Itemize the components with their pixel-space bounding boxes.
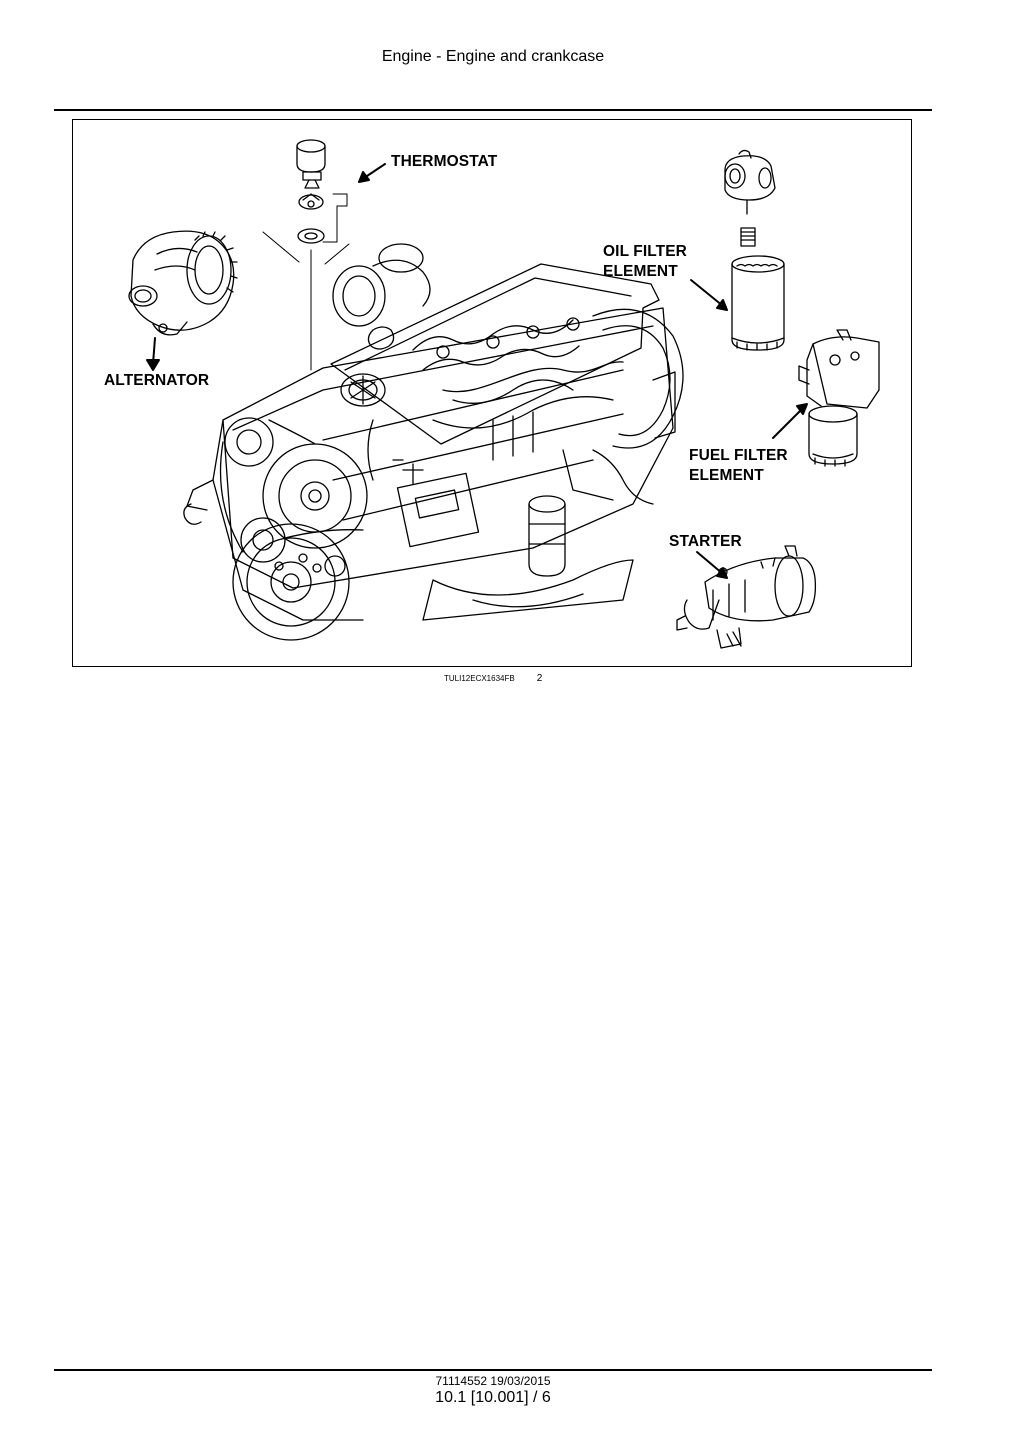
starter-arrow bbox=[696, 551, 728, 579]
engine-illustration bbox=[128, 139, 880, 649]
alternator-label: ALTERNATOR bbox=[104, 372, 210, 389]
engine-figure: THERMOSTAT OIL FILTER ELEMENT ALTERNATOR… bbox=[72, 119, 912, 667]
thermostat-label: THERMOSTAT bbox=[391, 153, 498, 170]
engine-block-drawing bbox=[183, 243, 684, 641]
footer-page-number: 10.1 [10.001] / 6 bbox=[435, 1389, 551, 1406]
fuel-filter-arrow bbox=[772, 403, 808, 439]
oil-filter-label-line2: ELEMENT bbox=[603, 263, 678, 280]
oil-filter-arrow bbox=[690, 279, 728, 311]
starter-label: STARTER bbox=[669, 533, 742, 550]
figure-caption: TULI12ECX1634FB 2 bbox=[444, 673, 542, 684]
fuel-filter-label-line1: FUEL FILTER bbox=[689, 447, 788, 464]
starter-drawing bbox=[676, 545, 817, 649]
figure-code: TULI12ECX1634FB bbox=[444, 674, 515, 683]
footer-reference: 71114552 19/03/2015 bbox=[435, 1374, 551, 1388]
figure-number: 2 bbox=[536, 673, 543, 684]
alternator-drawing bbox=[128, 230, 238, 336]
page-header-title: Engine - Engine and crankcase bbox=[381, 48, 605, 65]
thermostat-parts-drawing bbox=[262, 139, 350, 371]
oil-filter-drawing bbox=[724, 149, 785, 351]
oil-filter-label-line1: OIL FILTER bbox=[603, 243, 687, 260]
header-divider bbox=[54, 109, 932, 111]
fuel-filter-drawing bbox=[798, 329, 880, 467]
fuel-filter-label-line2: ELEMENT bbox=[689, 467, 764, 484]
thermostat-arrow bbox=[358, 163, 386, 183]
footer-divider bbox=[54, 1369, 932, 1371]
alternator-arrow bbox=[146, 337, 160, 371]
